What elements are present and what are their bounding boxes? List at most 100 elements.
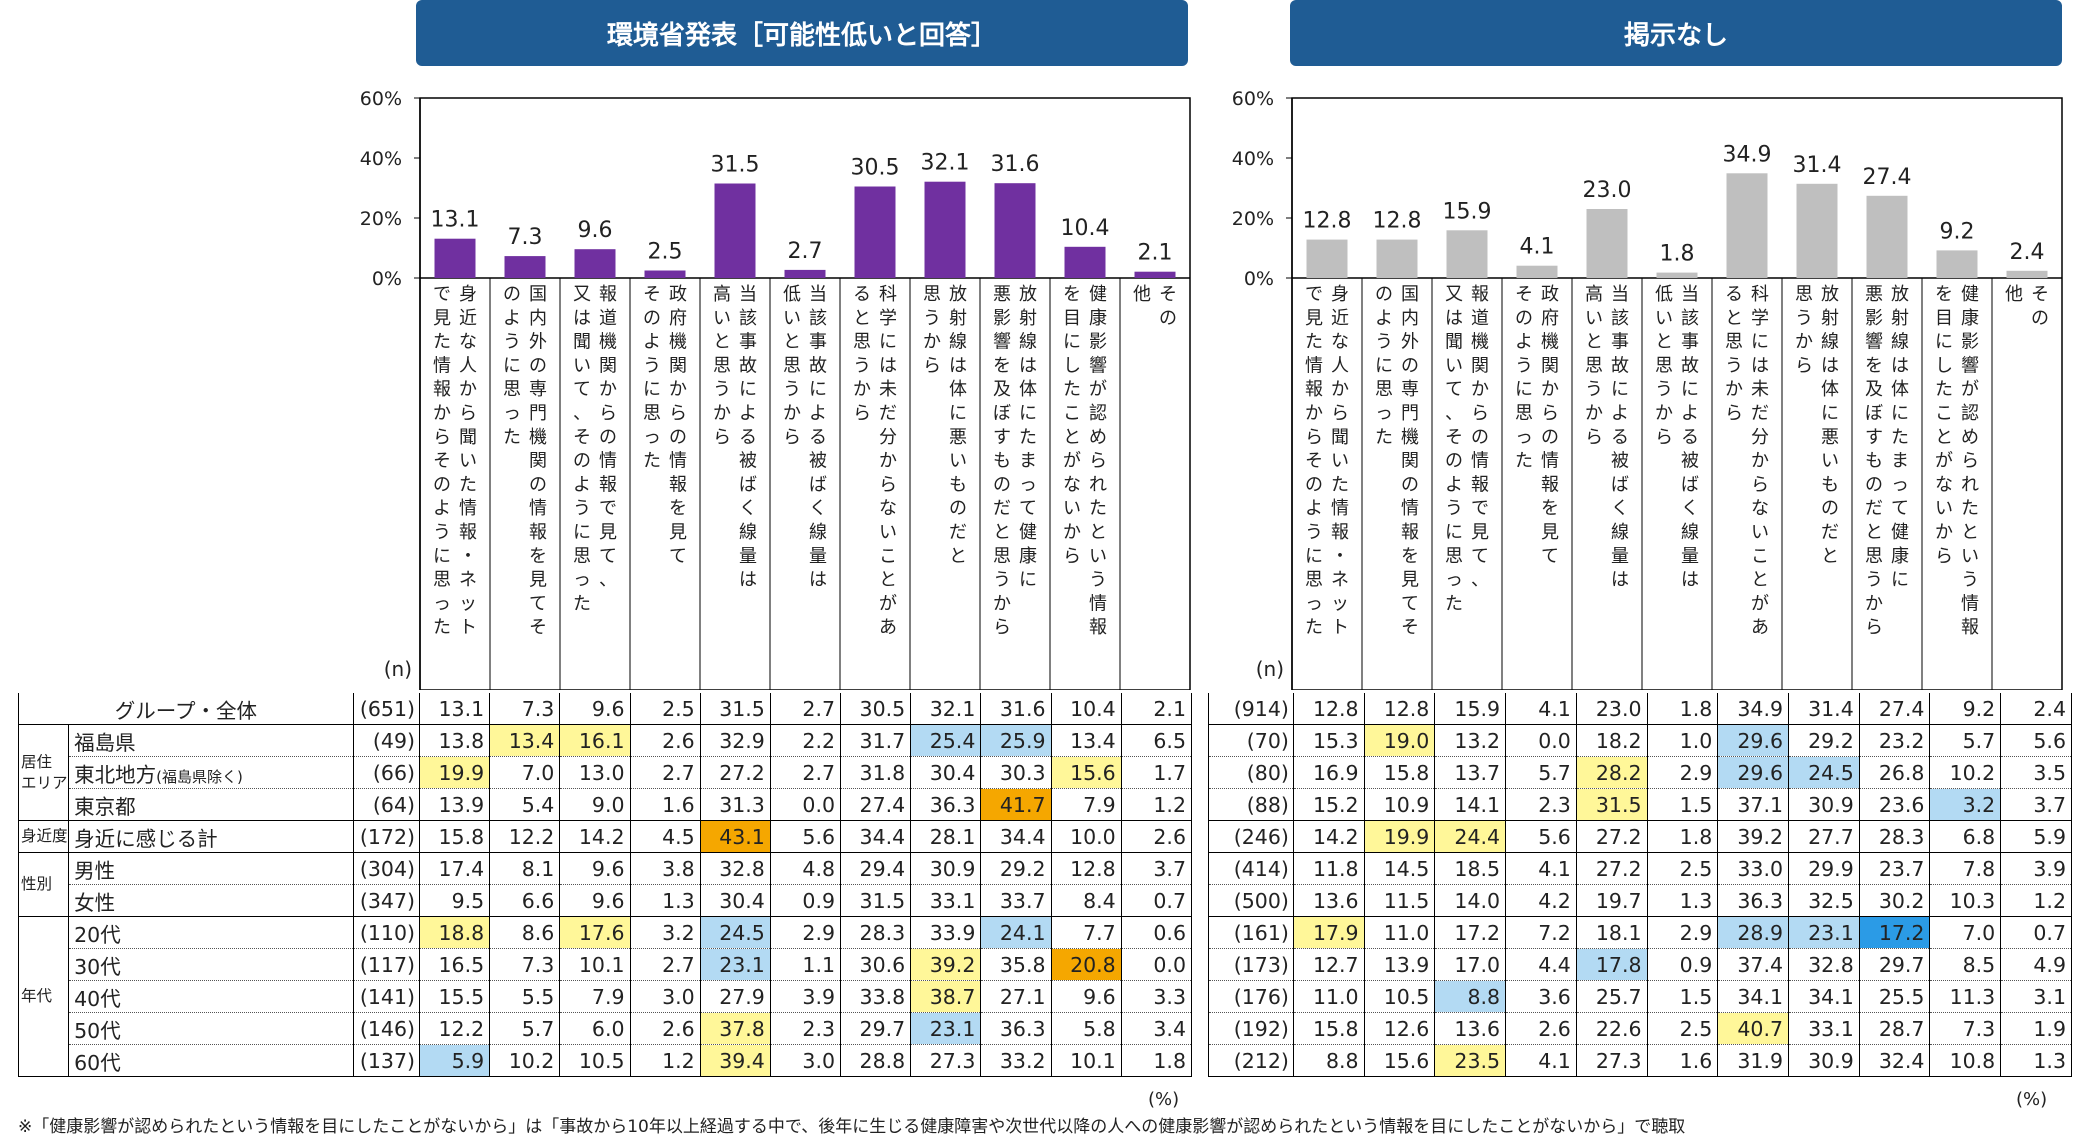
- n-cell: (64): [353, 788, 421, 821]
- left-category-label: ト: [459, 617, 477, 638]
- value-cell: 33.2: [980, 1044, 1052, 1077]
- value-cell: 6.6: [489, 884, 561, 917]
- left-category-label: 思: [993, 546, 1011, 567]
- right-category-label: 康: [1891, 546, 1909, 567]
- value-cell: 23.1: [910, 1012, 982, 1045]
- value-cell: 30.9: [910, 852, 982, 885]
- value-cell: 24.1: [980, 916, 1052, 949]
- right-category-label: は: [1821, 355, 1839, 376]
- left-category-label: う: [923, 308, 941, 329]
- value-cell: 29.7: [840, 1012, 912, 1045]
- right-category-label: 関: [1401, 451, 1419, 472]
- left-category-label: に: [1063, 332, 1081, 353]
- value-cell: 32.4: [1859, 1044, 1931, 1077]
- value-cell: 4.8: [770, 852, 842, 885]
- value-cell: 13.1: [419, 693, 491, 725]
- value-cell: 30.4: [910, 756, 982, 789]
- value-cell: 5.9: [2000, 820, 2072, 853]
- right-category-label: 聞: [1445, 332, 1463, 353]
- right-category-label: ば: [1611, 474, 1629, 495]
- left-category-label: い: [459, 451, 477, 472]
- right-category-label: ら: [1725, 403, 1743, 424]
- left-category-label: ら: [459, 403, 477, 424]
- right-category-label: か: [1725, 379, 1743, 400]
- left-category-label: い: [1089, 546, 1107, 567]
- right-bar-label: 4.1: [1520, 235, 1555, 260]
- value-cell: 5.9: [419, 1044, 491, 1077]
- right-category-label: ら: [1305, 427, 1323, 448]
- n-cell: (246): [1208, 820, 1294, 853]
- left-category-label: の: [503, 284, 521, 305]
- value-cell: 5.6: [1505, 820, 1577, 853]
- left-category-label: く: [739, 498, 757, 519]
- right-category-label: い: [1821, 451, 1839, 472]
- value-cell: 5.7: [1505, 756, 1577, 789]
- right-category-label: の: [1401, 355, 1419, 376]
- left-category-label: の: [573, 451, 591, 472]
- value-cell: 5.7: [489, 1012, 561, 1045]
- right-category-label: う: [1585, 379, 1603, 400]
- value-cell: 29.2: [980, 852, 1052, 885]
- left-category-label: な: [1063, 474, 1081, 495]
- right-category-label: 響: [1865, 332, 1883, 353]
- right-category-label: 線: [1821, 332, 1839, 353]
- left-category-label: こ: [879, 546, 897, 567]
- right-category-label: と: [1865, 522, 1883, 543]
- left-category-label: た: [573, 593, 591, 614]
- right-category-label: に: [1305, 546, 1323, 567]
- right-category-label: 思: [1305, 570, 1323, 591]
- value-cell: 34.1: [1788, 980, 1860, 1013]
- value-cell: 30.4: [700, 884, 771, 917]
- right-bar: [1656, 272, 1698, 278]
- left-bar-label: 13.1: [431, 208, 480, 233]
- left-category-label: の: [529, 355, 547, 376]
- right-category-label: 関: [1471, 355, 1489, 376]
- right-category-label: 射: [1821, 308, 1839, 329]
- right-bar-label: 12.8: [1373, 209, 1422, 234]
- left-category-label: ば: [809, 474, 827, 495]
- left-category-label: あ: [879, 617, 897, 638]
- value-cell: 27.3: [910, 1044, 982, 1077]
- left-category-label: 機: [599, 332, 617, 353]
- right-category-label: 放: [1891, 284, 1909, 305]
- value-cell: 12.6: [1364, 1012, 1436, 1045]
- value-cell: 28.3: [840, 916, 912, 949]
- left-category-label: に: [433, 546, 451, 567]
- value-cell: 7.3: [489, 948, 561, 981]
- left-category-label: る: [853, 284, 871, 305]
- value-cell: 27.2: [1576, 820, 1648, 853]
- value-cell: 2.9: [1647, 756, 1719, 789]
- left-category-label: そ: [573, 427, 591, 448]
- row-label: グループ・全体: [18, 693, 354, 725]
- right-category-label: 思: [1515, 403, 1533, 424]
- value-cell: 25.9: [980, 724, 1052, 757]
- value-cell: 31.7: [840, 724, 912, 757]
- left-category-label: い: [1063, 498, 1081, 519]
- value-cell: 28.3: [1859, 820, 1931, 853]
- right-category-label: そ: [1445, 427, 1463, 448]
- row-label: 福島県: [68, 724, 354, 757]
- value-cell: 4.1: [1505, 1044, 1577, 1077]
- value-cell: 30.9: [1788, 1044, 1860, 1077]
- right-category-label: が: [1935, 451, 1953, 472]
- row-label: 50代: [68, 1012, 354, 1045]
- left-category-label: 報: [1089, 617, 1107, 638]
- left-category-label: 聞: [459, 427, 477, 448]
- right-category-label: 聞: [1331, 427, 1349, 448]
- value-cell: 10.1: [559, 948, 631, 981]
- value-cell: 1.2: [630, 1044, 701, 1077]
- value-cell: 10.3: [1929, 884, 2002, 917]
- value-cell: 28.7: [1859, 1012, 1931, 1045]
- value-cell: 29.6: [1717, 724, 1790, 757]
- value-cell: 34.4: [840, 820, 912, 853]
- value-cell: 2.6: [630, 1012, 701, 1045]
- right-category-label: 事: [1681, 332, 1699, 353]
- value-cell: 2.3: [770, 1012, 842, 1045]
- right-category-label: っ: [1375, 403, 1393, 424]
- value-cell: 25.7: [1576, 980, 1648, 1013]
- value-cell: 2.2: [770, 724, 842, 757]
- right-category-label: 該: [1611, 308, 1629, 329]
- left-category-label: 機: [529, 427, 547, 448]
- value-cell: 12.2: [419, 1012, 491, 1045]
